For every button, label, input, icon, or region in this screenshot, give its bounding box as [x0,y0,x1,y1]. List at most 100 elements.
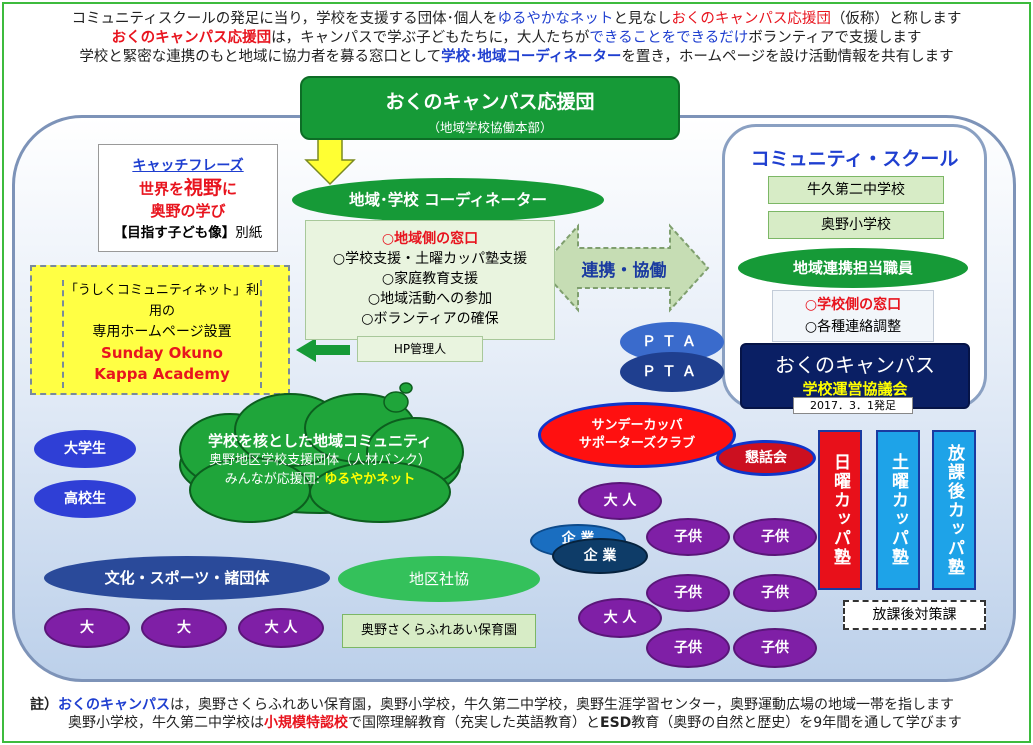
catchphrase-text: 【目指す子ども像】 [113,225,236,241]
intro-text: ボランティアで支援します [748,30,922,46]
intro-text: （仮称）と称します [830,11,962,27]
footer-text: で国際理解教育（充実した英語教育）と [348,715,600,731]
child-oval: 子供 [646,628,730,668]
window-item: ○学校側の窓口 [804,297,902,313]
intro-highlight: おくのキャンパス応援団 [111,30,272,46]
catchphrase-heading: キャッチフレーズ [132,158,244,174]
catchphrase-box: キャッチフレーズ 世界を視野に 奥野の学び 【目指す子ども像】別紙 [98,144,278,252]
konwa-oval: 懇話会 [716,440,816,476]
afterschool-policy-box: 放課後対策課 [843,600,986,630]
community-cloud [179,382,464,523]
catchphrase-line-2: 奥野の学び [150,202,226,220]
cloud-line-2: 奥野地区学校支援団体（人材バンク） [209,453,431,468]
child-oval: 子供 [733,628,817,668]
liaison-staff-oval: 地域連携担当職員 [738,248,968,288]
district-council-oval: 地区社協 [338,556,540,602]
highschool-oval: 高校生 [34,480,136,518]
intro-text: は，キャンパスで学ぶ子どもたちに，大人たちが [271,30,590,46]
footer-text: は，奥野さくらふれあい保育園，奥野小学校，牛久第二中学校，奥野生涯学習センター，… [170,697,954,713]
sunday-supporters-oval: サンデーカッパ サポーターズクラブ [538,402,736,468]
hp-manager-box: HP管理人 [357,336,483,362]
footer-line-2: 奥野小学校，牛久第二中学校は小規模特認校で国際理解教育（充実した英語教育）とES… [68,715,962,732]
homepage-line-3: Sunday Okuno [101,344,223,362]
council-subtitle: 学校運営協議会 [802,380,908,398]
saturday-juku-box: 土曜カッパ塾 [876,430,920,590]
homepage-text: 「うしくコミュニティネット」利用の 専用ホームページ設置 Sunday Okun… [62,280,262,388]
catchphrase-text: 世界を [138,180,184,198]
footer-highlight: 小規模特認校 [264,715,348,731]
child-oval: 子供 [733,518,817,556]
intro-text: と見なし [613,11,672,27]
nursery-box: 奥野さくらふれあい保育園 [342,614,536,648]
intro-text: 学校と緊密な連携のもと地域に協力者を募る窓口として [79,49,442,65]
role-item: ○家庭教育支援 [381,271,479,287]
footer-highlight: おくのキャンパス [58,697,170,713]
homepage-line-4: Kappa Academy [94,365,230,383]
cloud-text-part: ゆるやかネット [324,472,416,487]
intro-highlight: 学校･地域コーディネーター [441,49,622,65]
footer-text: 教育（奥野の自然と歴史）を9年間を通して学びます [631,715,962,731]
intro-line-2: おくのキャンパス応援団は，キャンパスで学ぶ子どもたちに，大人たちができることをで… [0,30,1033,47]
community-school-title: コミュニティ・スクール [750,148,959,170]
cloud-line-3: みんなが応援団: ゆるやかネット [180,470,460,489]
catchphrase-text: 視野 [183,177,222,199]
adult-oval: 大 人 [578,482,662,520]
sunday-line-1: サンデーカッパ [591,418,683,433]
footer-highlight: ESD [600,715,632,731]
intro-line-1: コミュニティスクールの発足に当り，学校を支援する団体･個人をゆるやかなネットと見… [0,11,1033,28]
intro-text: を置き，ホームページを設け活動情報を共有します [621,49,954,65]
homepage-line-1: 「うしくコミュニティネット」利用の [64,283,260,319]
homepage-line-2: 専用ホームページ設置 [92,324,232,340]
catchphrase-text: 別紙 [235,225,263,241]
child-oval: 子供 [733,574,817,612]
school-elementary: 奥野小学校 [768,211,944,239]
intro-line-3: 学校と緊密な連携のもと地域に協力者を募る窓口として学校･地域コーディネーターを置… [0,49,1033,66]
footer-note: 註） [30,697,58,713]
double-arrow-icon [538,223,710,313]
role-item: ○地域側の窓口 [381,231,479,247]
school-window-box: ○学校側の窓口 ○各種連絡調整 [772,290,934,342]
link-label: 連携・協働 [581,261,667,281]
adult-oval: 大 [44,608,130,648]
intro-highlight: ゆるやかなネット [497,11,614,27]
school-council-box: おくのキャンパス 学校運営協議会 [740,343,970,409]
afterschool-juku-box: 放課後カッパ塾 [932,430,976,590]
homepage-box [30,265,290,395]
culture-sports-oval: 文化・スポーツ・諸団体 [44,556,330,600]
pta-oval: ＰＴＡ [620,352,724,392]
sunday-line-2: サポーターズクラブ [578,436,696,451]
left-arrow-icon [296,338,350,362]
footer-line-1: 註）おくのキャンパスは，奥野さくらふれあい保育園，奥野小学校，牛久第二中学校，奥… [30,697,954,714]
intro-text: コミュニティスクールの発足に当り，学校を支援する団体･個人を [71,11,498,27]
role-item: ○地域活動への参加 [367,291,493,307]
cloud-text: 学校を核とした地域コミュニティ 奥野地区学校支援団体（人材バンク） みんなが応援… [180,432,460,489]
catchphrase-line-3: 【目指す子ども像】別紙 [99,222,277,244]
coordinator-oval: 地域･学校 コーディネーター [292,178,604,222]
university-oval: 大学生 [34,430,136,468]
company-oval: 企 業 [552,538,648,574]
role-item: ○学校支援・土曜カッパ塾支援 [332,251,528,267]
role-item: ○ボランティアの確保 [361,311,499,327]
header-subtitle: （地域学校協働本部） [427,120,553,135]
child-oval: 子供 [646,518,730,556]
cloud-line-1: 学校を核とした地域コミュニティ [207,432,433,450]
footer-text: 奥野小学校，牛久第二中学校は [68,715,264,731]
catchphrase-line-1: 世界を視野に [99,177,277,200]
school-junior-high: 牛久第二中学校 [768,176,944,204]
window-item: ○各種連絡調整 [804,319,902,335]
sunday-juku-box: 日曜カッパ塾 [818,430,862,590]
adult-oval: 大 人 [578,598,662,638]
down-arrow-icon [304,135,356,186]
adult-oval: 大 [141,608,227,648]
adult-oval: 大 人 [238,608,324,648]
child-oval: 子供 [646,574,730,612]
council-title: おくのキャンパス [775,353,935,377]
intro-highlight: おくのキャンパス応援団 [671,11,831,27]
cloud-text-part: みんなが応援団: [224,472,325,487]
council-date: 2017．3．1発足 [793,397,913,414]
intro-highlight: できることをできるだけ [589,30,749,46]
header-title: おくのキャンパス応援団 [385,91,595,113]
catchphrase-text: に [222,180,238,198]
